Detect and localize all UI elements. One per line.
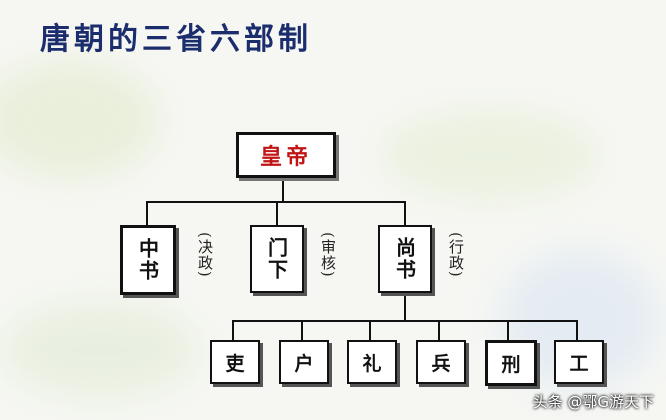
background-decoration [380, 110, 600, 200]
connector-dept-shangshu [404, 201, 406, 226]
background-decoration [0, 60, 160, 180]
connector-dept-menxia [276, 201, 278, 226]
connector-ministry [507, 320, 509, 341]
connector-ministry [438, 320, 440, 341]
ministry-li-rites: 礼 [347, 340, 397, 384]
ministry-bing-war: 兵 [416, 340, 466, 384]
department-menxia-function: (审核) [319, 232, 337, 278]
department-shangshu: 尚书 [378, 225, 432, 293]
department-shangshu-function: (行政) [447, 232, 465, 278]
connector-emperor-down [282, 174, 284, 202]
ministry-gong-works: 工 [554, 340, 604, 384]
ministry-xing-justice: 刑 [485, 340, 537, 386]
background-decoration [0, 300, 200, 400]
department-menxia: 门下 [250, 225, 304, 293]
connector-ministry [232, 320, 234, 341]
connector-dept-zhongshu [146, 201, 148, 226]
ministry-li-personnel: 吏 [210, 340, 260, 384]
diagram-title: 唐朝的三省六部制 [40, 22, 312, 57]
connector-ministries-bus [232, 320, 578, 322]
ministry-hu-revenue: 户 [279, 340, 329, 384]
connector-ministry [301, 320, 303, 341]
watermark-text: 头条 @鄂G游天下 [532, 393, 654, 411]
connector-shangshu-down [404, 291, 406, 321]
department-zhongshu-function: (决政) [196, 232, 214, 278]
connector-ministry [576, 320, 578, 341]
department-zhongshu: 中书 [120, 225, 176, 295]
connector-ministry [369, 320, 371, 341]
emperor-box: 皇帝 [236, 132, 336, 178]
